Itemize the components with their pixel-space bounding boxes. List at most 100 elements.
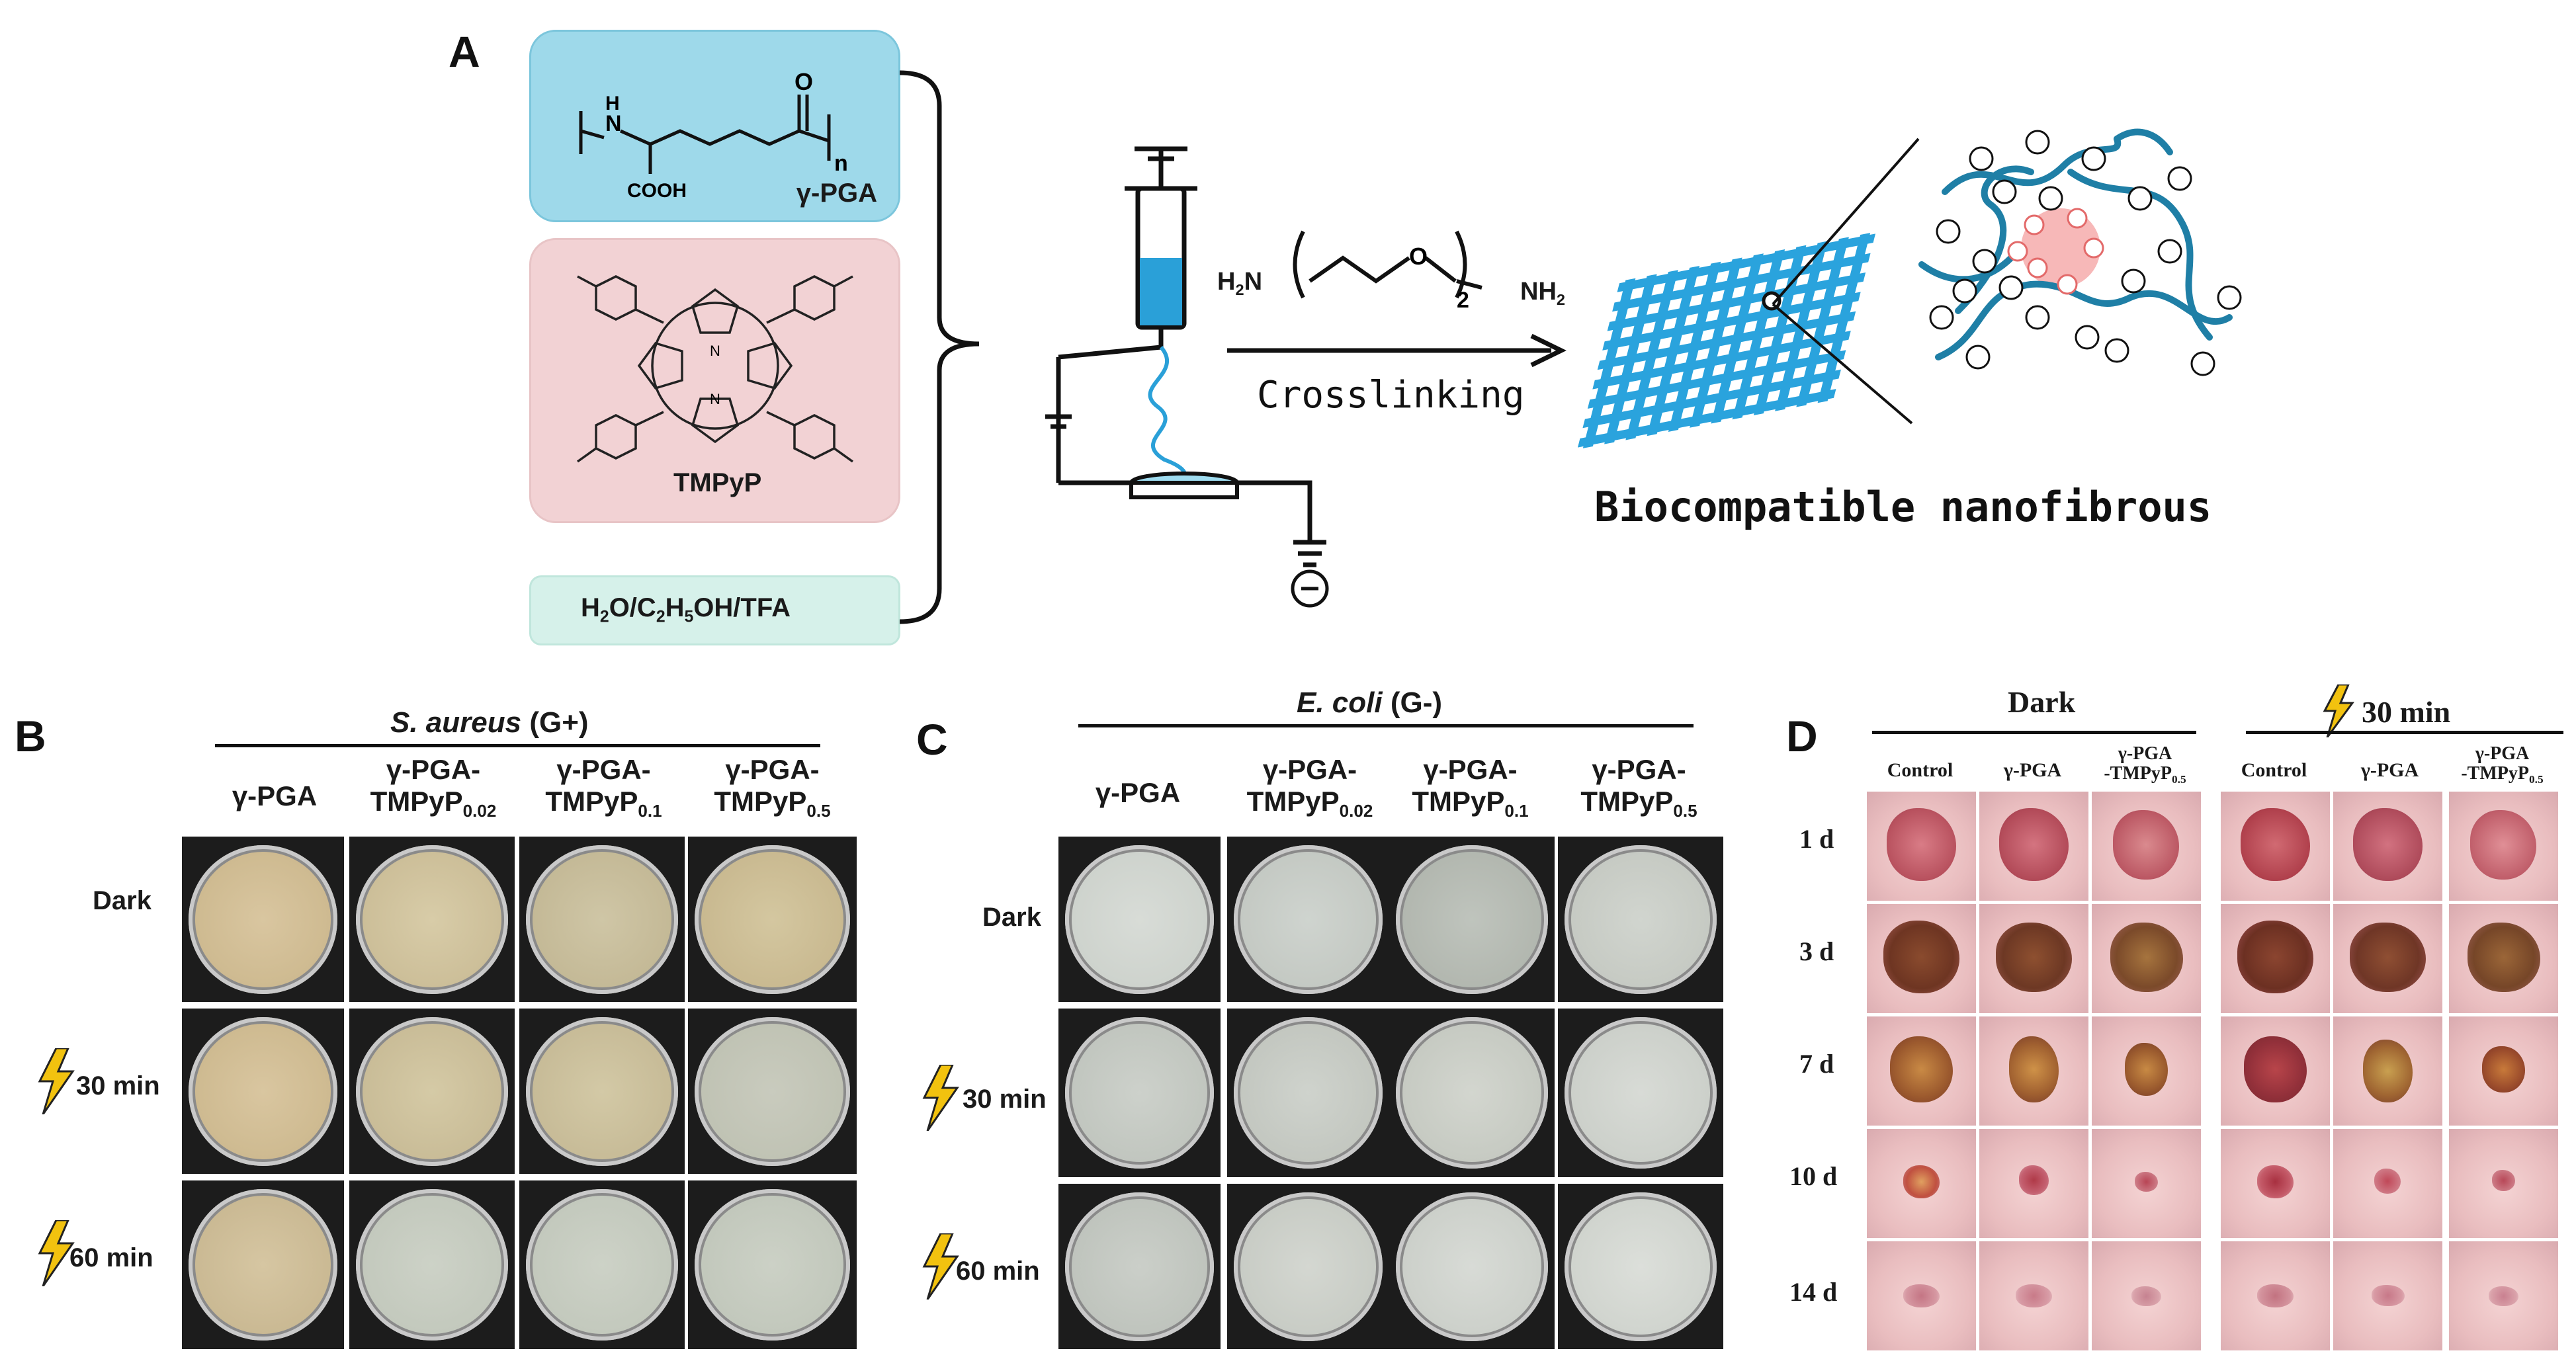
group-light-rule (2246, 731, 2563, 734)
wound-photo (2219, 1015, 2331, 1127)
panel-d-row-7d: 7 d (1799, 1049, 1834, 1079)
wound-photo (2448, 1240, 2559, 1352)
petri-dish (1058, 837, 1221, 1002)
panel-b-col-2: γ-PGA-TMPyP0.02 (370, 754, 497, 821)
panel-b-col-4: γ-PGA-TMPyP0.5 (714, 754, 831, 821)
petri-dish (1389, 1009, 1555, 1177)
wound-photo (2448, 903, 2559, 1014)
pga-cooh: COOH (627, 180, 687, 202)
panel-c-col-1: γ-PGA (1095, 777, 1181, 808)
svg-text:N: N (710, 343, 720, 359)
petri-dish (1058, 1184, 1221, 1349)
wound-photo (1866, 790, 1977, 902)
panel-d-col-5: γ-PGA (2360, 759, 2419, 781)
petri-dish (519, 1180, 685, 1349)
lightning-icon (38, 1048, 75, 1114)
petri-dish (519, 1009, 685, 1174)
pga-structure-box: N H O COOH n γ-PGA (529, 30, 900, 222)
zoom-lines (1772, 138, 1920, 425)
linker-nh2: NH2 (1520, 278, 1565, 309)
panel-label-c: C (916, 715, 948, 764)
panel-b-organism: S. aureus (G+) (390, 706, 589, 739)
petri-dish (1227, 1184, 1389, 1349)
solvent-label: H2O/C2H5OH/TFA (581, 593, 791, 626)
petri-dish (349, 837, 515, 1002)
petri-dish (182, 837, 344, 1002)
wound-photo (2448, 790, 2559, 902)
panel-b-col-3: γ-PGA-TMPyP0.1 (545, 754, 662, 821)
pga-n-repeat: n (834, 151, 848, 176)
panel-b-row-60min: 60 min (69, 1243, 153, 1272)
lightning-icon (922, 1065, 959, 1131)
wound-photo (2332, 1240, 2444, 1352)
linker-structure: O 2 (1293, 230, 1482, 311)
nanofiber-mesh (1577, 233, 1876, 448)
fiber-zoom-view (1918, 128, 2242, 376)
lightning-icon (922, 1233, 959, 1300)
wound-photo (2448, 1128, 2559, 1239)
wound-photo (2219, 1128, 2331, 1239)
panel-label-b: B (15, 712, 46, 761)
linker-h2n: H2N (1217, 268, 1263, 299)
wound-photo (2090, 790, 2202, 902)
panel-d-col-6: γ-PGA-TMPyP0.5 (2461, 743, 2544, 786)
wound-photo (1866, 903, 1977, 1014)
petri-dish (1058, 1009, 1221, 1177)
panel-b-row-30min: 30 min (76, 1071, 160, 1100)
petri-dish (349, 1009, 515, 1174)
petri-dish (182, 1180, 344, 1349)
wound-photo (1978, 1128, 2090, 1239)
panel-b-col-1: γ-PGA (232, 780, 318, 811)
panel-d-row-3d: 3 d (1799, 936, 1834, 966)
group-dark-rule (1872, 731, 2196, 734)
panel-c-header-rule (1078, 724, 1694, 727)
wound-photo (1866, 1015, 1977, 1127)
petri-dish (1558, 1184, 1723, 1349)
electrospinning-setup (1045, 146, 1329, 608)
panel-c-col-2: γ-PGA-TMPyP0.02 (1246, 754, 1373, 821)
petri-dish (1389, 1184, 1555, 1349)
wound-photo (2090, 1240, 2202, 1352)
petri-dish (182, 1009, 344, 1174)
group-light-label: 30 min (2362, 695, 2451, 729)
petri-dish (1389, 837, 1555, 1002)
panel-d-col-1: Control (1887, 759, 1953, 781)
crosslinking-label: Crosslinking (1257, 374, 1525, 417)
petri-dish (1227, 837, 1389, 1002)
wound-photo (2090, 1015, 2202, 1127)
petri-dish (1227, 1009, 1389, 1177)
linker-o-atom: O (1409, 243, 1428, 270)
wound-photo (1866, 1128, 1977, 1239)
petri-dish (349, 1180, 515, 1349)
petri-dish (688, 1009, 857, 1174)
panel-b-row-dark: Dark (93, 886, 151, 915)
lightning-icon (2323, 684, 2354, 737)
panel-d-row-1d: 1 d (1799, 824, 1834, 854)
svg-text:N: N (710, 391, 720, 407)
pga-label: γ-PGA (796, 179, 877, 208)
wound-photo (2332, 1015, 2444, 1127)
panel-c-row-30min: 30 min (963, 1085, 1047, 1114)
tmpyp-label: TMPyP (673, 468, 762, 497)
petri-dish (519, 837, 685, 1002)
panel-c-organism: E. coli (G-) (1297, 686, 1442, 719)
pga-o-atom: O (794, 68, 813, 95)
linker-repeat: 2 (1457, 288, 1469, 311)
product-label: Biocompatible nanofibrous (1594, 483, 2212, 531)
wound-photo (2332, 790, 2444, 902)
petri-dish (688, 837, 857, 1002)
wound-photo (1978, 1240, 2090, 1352)
tmpyp-structure-box: N N TMPyP (529, 238, 900, 523)
panel-c-col-3: γ-PGA-TMPyP0.1 (1412, 754, 1529, 821)
panel-d-col-3: γ-PGA-TMPyP0.5 (2104, 743, 2186, 786)
wound-photo (1978, 790, 2090, 902)
panel-d-col-2: γ-PGA (2003, 759, 2062, 781)
wound-photo (2448, 1015, 2559, 1127)
pga-structure: N H O COOH n (579, 68, 848, 202)
panel-d-row-10d: 10 d (1789, 1161, 1838, 1191)
panel-label-a: A (449, 27, 480, 76)
wound-photo (1978, 903, 2090, 1014)
wound-photo (2219, 790, 2331, 902)
wound-photo (2219, 903, 2331, 1014)
panel-c-row-dark: Dark (982, 903, 1041, 932)
